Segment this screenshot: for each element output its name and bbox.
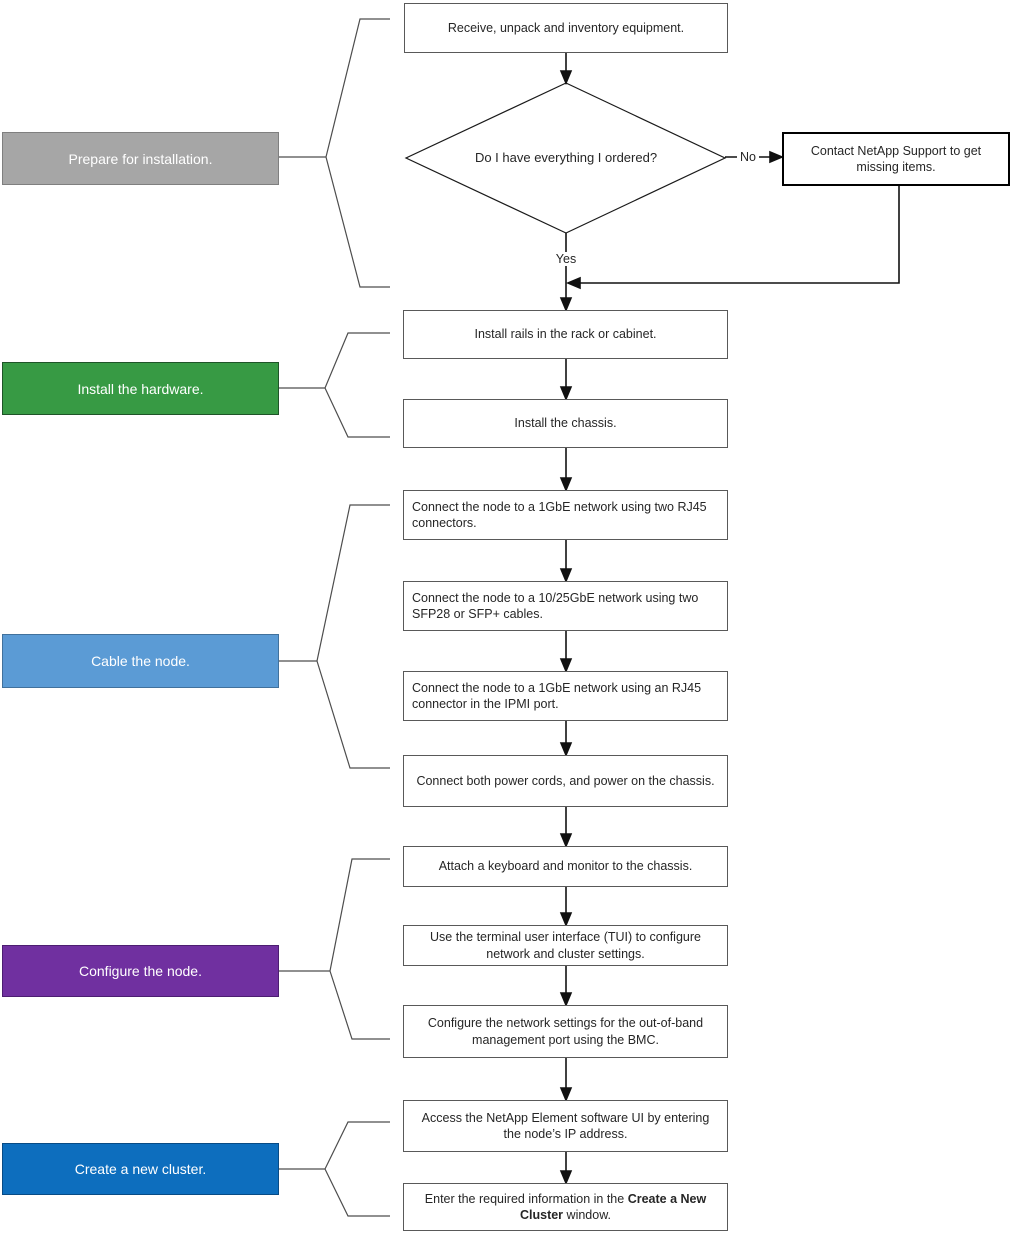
step-connect-10-25gbe-sfp: Connect the node to a 10/25GbE network u… (403, 581, 728, 631)
stage-label: Cable the node. (91, 653, 190, 669)
bracket-prepare (279, 18, 390, 288)
step-text: Receive, unpack and inventory equipment. (447, 20, 685, 35)
stage-label: Install the hardware. (77, 380, 204, 397)
bracket-cable (279, 504, 390, 769)
step-text-pre: Enter the required information in the (424, 1191, 628, 1206)
step-text: Attach a keyboard and monitor to the cha… (438, 859, 693, 874)
stage-prepare-for-installation: Prepare for installation. (2, 132, 279, 185)
step-text: Enter the required information in the Cr… (414, 1191, 717, 1224)
step-connect-1gbe-ipmi: Connect the node to a 1GbE network using… (403, 671, 728, 721)
stage-install-the-hardware: Install the hardware. (2, 362, 279, 415)
step-text: Connect the node to a 1GbE network using… (412, 680, 702, 711)
step-text: Connect both power cords, and power on t… (416, 773, 715, 788)
step-text: Access the NetApp Element software UI by… (421, 1110, 710, 1141)
edge-label-yes: Yes (552, 252, 580, 266)
step-text: Install rails in the rack or cabinet. (474, 327, 657, 342)
edge-label-no: No (737, 150, 759, 164)
step-text: Connect the node to a 10/25GbE network u… (412, 590, 699, 621)
step-attach-keyboard-monitor: Attach a keyboard and monitor to the cha… (403, 846, 728, 887)
stage-label: Configure the node. (79, 963, 202, 979)
stage-label: Create a new cluster. (74, 1161, 207, 1177)
step-text-bold: Create a New Cluster (519, 1191, 707, 1222)
bracket-configure (279, 858, 390, 1040)
step-text: Install the chassis. (514, 416, 617, 431)
decision-text: Do I have everything I ordered? (474, 149, 658, 165)
step-text: Use the terminal user interface (TUI) to… (430, 930, 701, 961)
step-install-rails: Install rails in the rack or cabinet. (403, 310, 728, 359)
step-use-tui: Use the terminal user interface (TUI) to… (403, 925, 728, 966)
stage-label: Prepare for installation. (68, 150, 213, 167)
stage-configure-the-node: Configure the node. (2, 945, 279, 997)
step-text: Connect the node to a 1GbE network using… (412, 499, 707, 530)
stage-create-a-new-cluster: Create a new cluster. (2, 1143, 279, 1195)
step-install-chassis: Install the chassis. (403, 399, 728, 448)
stage-cable-the-node: Cable the node. (2, 634, 279, 688)
step-connect-1gbe-rj45: Connect the node to a 1GbE network using… (403, 490, 728, 540)
step-access-element-ui: Access the NetApp Element software UI by… (403, 1100, 728, 1152)
step-text-post: window. (563, 1208, 612, 1222)
step-connect-power-cords: Connect both power cords, and power on t… (403, 755, 728, 807)
bracket-hardware (279, 332, 390, 438)
step-enter-cluster-info: Enter the required information in the Cr… (403, 1183, 728, 1231)
step-receive-unpack-inventory: Receive, unpack and inventory equipment. (404, 3, 728, 53)
step-contact-netapp-support: Contact NetApp Support to get missing it… (782, 132, 1010, 186)
step-text: Configure the network settings for the o… (427, 1016, 704, 1047)
support-return-arrow (565, 186, 900, 290)
decision-question: Do I have everything I ordered? (436, 120, 696, 196)
step-configure-bmc: Configure the network settings for the o… (403, 1005, 728, 1058)
step-text: Contact NetApp Support to get missing it… (810, 143, 982, 174)
bracket-create (279, 1121, 390, 1217)
